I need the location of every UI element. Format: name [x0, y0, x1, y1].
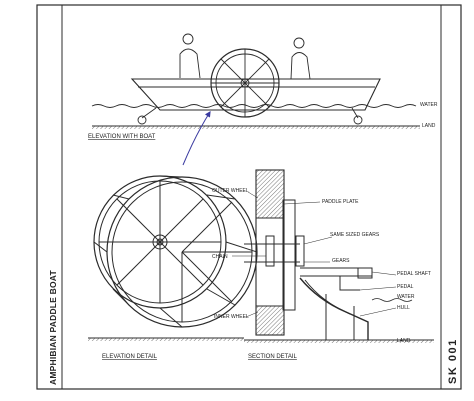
- label-same-sized-gears: SAME SIZED GEARS: [330, 232, 380, 238]
- hull-curve: [299, 277, 369, 340]
- section-detail-title: SECTION DETAIL: [248, 354, 298, 360]
- label-water: WATER: [397, 294, 415, 300]
- label-hull: HULL: [397, 305, 410, 311]
- person-right: [290, 37, 311, 80]
- section-water-line: [371, 298, 413, 302]
- elevation-with-boat: [91, 33, 420, 129]
- label-outer-wheel: OUTER WHEEL: [212, 188, 249, 194]
- side-title: AMPHIBIAN PADDLE BOAT: [48, 270, 58, 385]
- boat-land-label: LAND: [422, 123, 436, 129]
- boat-land-wheels: [137, 107, 363, 125]
- boat-water-label: WATER: [420, 102, 438, 108]
- label-paddle-plate: PADDLE PLATE: [322, 199, 359, 205]
- label-pedal-shaft: PEDAL SHAFT: [397, 271, 431, 277]
- sheet-code: SK 001: [447, 338, 459, 384]
- label-chain: CHAIN: [212, 254, 228, 260]
- sheet-frame: [36, 4, 462, 390]
- boat-hull: [130, 78, 381, 111]
- elevation-detail-land: [88, 337, 244, 341]
- water-line: [91, 104, 417, 108]
- reference-arrow: [182, 110, 211, 166]
- label-inner-wheel: INNER WHEEL: [214, 314, 249, 320]
- elevation-detail-wheel: [93, 175, 258, 328]
- leader-lines: [232, 191, 397, 318]
- person-left: [179, 33, 201, 79]
- label-pedal: PEDAL: [397, 284, 414, 290]
- section-detail-land: [244, 339, 434, 343]
- label-gears: GEARS: [332, 258, 350, 264]
- elevation-detail-title: ELEVATION DETAIL: [102, 354, 158, 360]
- elevation-with-boat-title: ELEVATION WITH BOAT: [88, 134, 156, 140]
- same-sized-gears: [295, 235, 305, 267]
- boat-paddle-wheel: [210, 48, 280, 118]
- label-land: LAND: [397, 338, 411, 344]
- section-detail: [244, 169, 373, 340]
